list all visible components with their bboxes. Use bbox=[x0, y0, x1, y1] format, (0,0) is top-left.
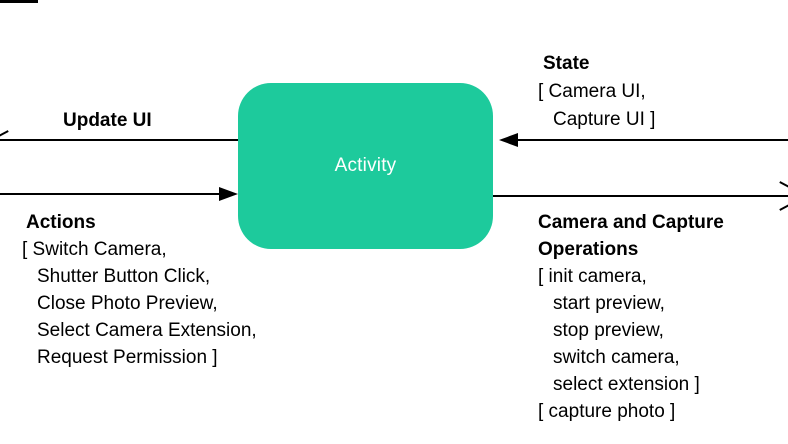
actions-list-item: Request Permission ] bbox=[37, 347, 218, 368]
camera-ops-list-item: start preview, bbox=[553, 293, 665, 314]
state-arrowhead-icon bbox=[499, 133, 518, 147]
update-ui-line bbox=[0, 139, 240, 141]
state-arrow-line bbox=[515, 139, 788, 141]
actions-list-item: Select Camera Extension, bbox=[37, 320, 257, 341]
camera-ops-text-block: Camera and Capture Operations [ init cam… bbox=[538, 209, 724, 425]
actions-list-item: [ Switch Camera, bbox=[22, 239, 167, 260]
activity-node: Activity bbox=[238, 83, 493, 249]
camera-ops-list-item: [ capture photo ] bbox=[538, 401, 676, 422]
state-list-item: Capture UI ] bbox=[553, 109, 656, 130]
update-ui-label: Update UI bbox=[63, 110, 152, 131]
update-ui-arrowhead-partial bbox=[0, 130, 9, 138]
camera-ops-list-item: [ init camera, bbox=[538, 266, 647, 287]
cropped-line-fragment bbox=[0, 0, 38, 3]
state-text-block: State [ Camera UI, Capture UI ] bbox=[538, 50, 655, 134]
actions-arrow-line bbox=[0, 193, 222, 195]
actions-text-block: Actions [ Switch Camera, Shutter Button … bbox=[22, 209, 257, 371]
actions-title: Actions bbox=[26, 212, 96, 233]
camera-ops-list-item: switch camera, bbox=[553, 347, 680, 368]
actions-arrowhead-icon bbox=[219, 187, 238, 201]
camera-ops-arrowhead-partial-bottom bbox=[779, 203, 788, 211]
camera-ops-title: Camera and Capture bbox=[538, 212, 724, 233]
activity-node-label: Activity bbox=[334, 155, 397, 176]
state-title: State bbox=[543, 53, 590, 74]
actions-list-item: Shutter Button Click, bbox=[37, 266, 211, 287]
camera-ops-list-item: select extension ] bbox=[553, 374, 700, 395]
state-list-item: [ Camera UI, bbox=[538, 81, 646, 102]
camera-ops-line bbox=[493, 195, 788, 197]
actions-list-item: Close Photo Preview, bbox=[37, 293, 218, 314]
camera-ops-list-item: stop preview, bbox=[553, 320, 664, 341]
camera-ops-title: Operations bbox=[538, 239, 639, 260]
camera-ops-arrowhead-partial-top bbox=[779, 181, 788, 189]
